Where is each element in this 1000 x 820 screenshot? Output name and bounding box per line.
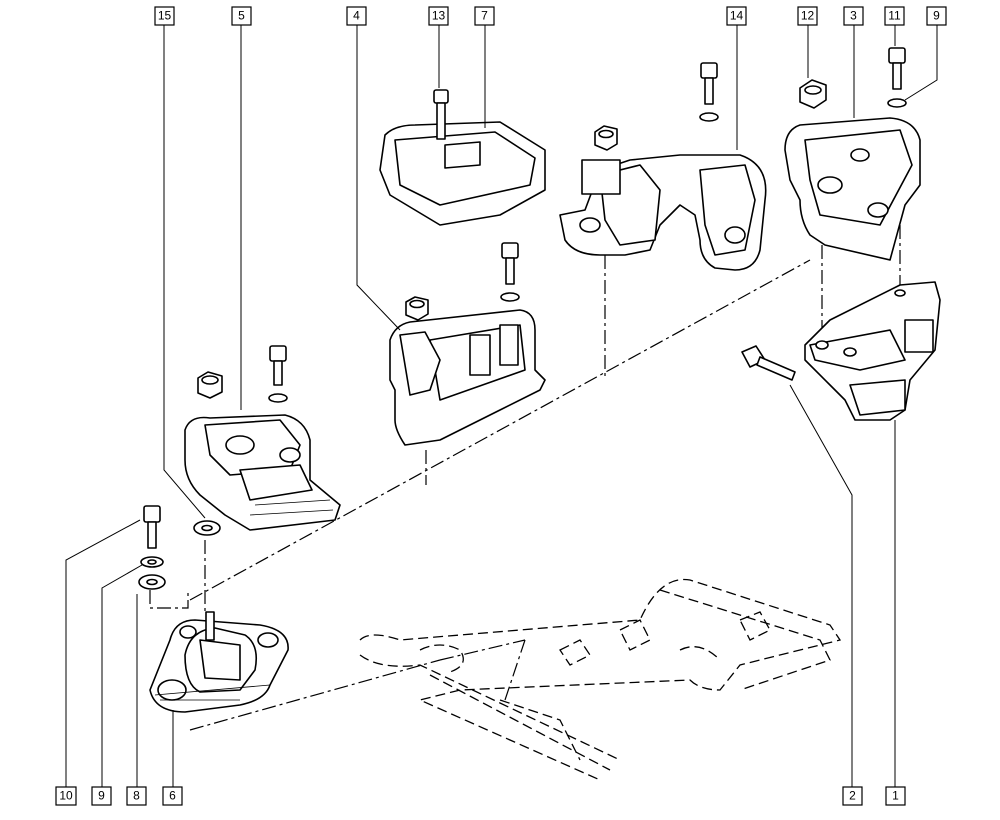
- callout-label: 12: [801, 9, 815, 23]
- nut-12: [799, 79, 827, 109]
- nut-14: [594, 125, 618, 151]
- callout-10: 10: [55, 786, 77, 806]
- callout-label: 11: [888, 9, 901, 23]
- callout-3: 3: [843, 6, 864, 26]
- mount-1: [804, 281, 941, 421]
- bracket-14: [559, 154, 767, 271]
- callout-label: 8: [133, 789, 140, 803]
- callout-label: 5: [238, 9, 245, 23]
- callout-7: 7: [474, 6, 495, 26]
- subframe: [359, 578, 842, 781]
- callout-11: 11: [884, 6, 905, 26]
- engine-mount-6: [149, 619, 289, 713]
- callout-9-top: 9: [926, 6, 947, 26]
- callout-2: 2: [842, 786, 863, 806]
- bracket-5: [184, 414, 341, 531]
- callout-label: 14: [730, 9, 744, 23]
- cover-7: [379, 121, 546, 226]
- bolt-13: [433, 89, 449, 140]
- callout-label: 13: [432, 9, 446, 23]
- alignment-lines: [149, 200, 901, 731]
- bolt-10: [143, 505, 161, 549]
- callout-1: 1: [885, 786, 906, 806]
- callout-9-bottom: 9: [91, 786, 112, 806]
- callout-13: 13: [428, 6, 449, 26]
- callout-label: 15: [158, 9, 172, 23]
- callout-label: 7: [481, 9, 488, 23]
- nut-5: [197, 371, 223, 399]
- callout-14: 14: [726, 6, 747, 26]
- callout-4: 4: [346, 6, 367, 26]
- washer-8: [138, 574, 166, 590]
- bolt-4: [500, 242, 520, 302]
- callout-15: 15: [154, 6, 175, 26]
- callout-label: 10: [59, 789, 73, 803]
- callout-label: 4: [353, 9, 360, 23]
- callout-label: 9: [933, 9, 940, 23]
- leader-lines: [65, 25, 938, 788]
- callout-label: 1: [892, 789, 899, 803]
- callout-12: 12: [797, 6, 818, 26]
- washer-15: [193, 520, 221, 536]
- bolt-5: [268, 345, 288, 403]
- callout-label: 9: [98, 789, 105, 803]
- nut-4: [405, 296, 429, 321]
- stud: [205, 611, 215, 641]
- callout-5: 5: [231, 6, 252, 26]
- washer-9-left: [140, 556, 164, 568]
- bracket-3: [784, 117, 921, 261]
- bolt-14: [699, 62, 719, 122]
- bracket-4: [389, 309, 546, 446]
- callout-6: 6: [162, 786, 183, 806]
- callout-label: 3: [850, 9, 857, 23]
- bolt-2: [741, 345, 796, 381]
- bolt-11: [887, 47, 907, 108]
- callout-label: 6: [169, 789, 176, 803]
- callout-8: 8: [126, 786, 147, 806]
- callout-label: 2: [849, 789, 856, 803]
